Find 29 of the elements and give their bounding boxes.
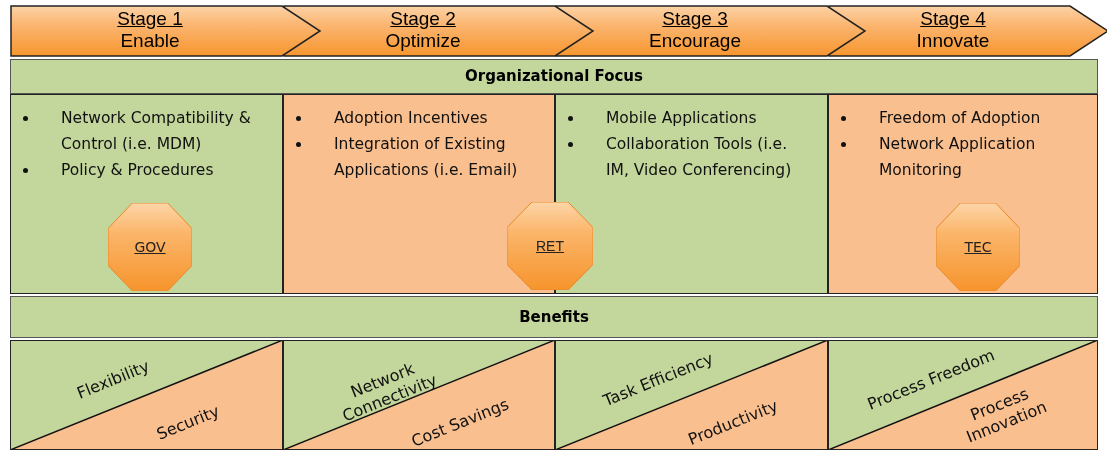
- stage-name: Optimize: [385, 30, 461, 52]
- focus-item: Network Compatibility & Control (i.e. MDM): [61, 108, 252, 155]
- stage-number: Stage 3: [662, 8, 728, 30]
- focus-item: Policy & Procedures: [61, 160, 214, 181]
- benefit-cell: [828, 340, 1098, 450]
- octagon-badge: TEC: [936, 203, 1020, 291]
- benefit-cell: [283, 340, 555, 450]
- octagon-badge: RET: [507, 202, 593, 290]
- focus-panel: [10, 94, 283, 294]
- stage-name: Innovate: [916, 30, 990, 52]
- stage-banner: [10, 5, 322, 57]
- focus-item: Freedom of Adoption: [879, 108, 1041, 129]
- section-band: Organizational Focus: [10, 59, 1098, 94]
- stage-banner: [828, 5, 1107, 57]
- focus-item: Collaboration Tools (i.e. IM, Video Conferencing): [606, 134, 793, 181]
- octagon-badge: GOV: [108, 203, 192, 291]
- benefit-cell: [10, 340, 283, 450]
- section-band: Benefits: [10, 296, 1098, 338]
- stage-number: Stage 4: [920, 8, 986, 30]
- stage-number: Stage 1: [117, 8, 183, 30]
- benefit-cell: [555, 340, 828, 450]
- focus-panel: [828, 94, 1098, 294]
- stage-name: Encourage: [649, 30, 741, 52]
- focus-item: Adoption Incentives: [334, 108, 488, 129]
- focus-item: Network Application Monitoring: [879, 134, 1037, 181]
- stage-name: Enable: [120, 30, 180, 52]
- focus-item: Mobile Applications: [606, 108, 757, 129]
- focus-item: Integration of Existing Applications (i.e. Email): [334, 134, 519, 181]
- stage-number: Stage 2: [390, 8, 456, 30]
